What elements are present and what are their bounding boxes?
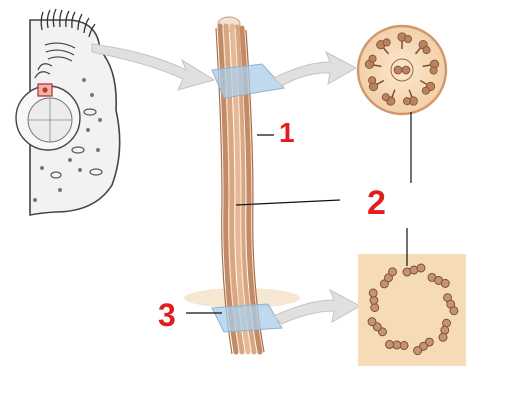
label-3: 3 [158, 297, 176, 333]
label-1: 1 [279, 117, 295, 148]
section-plane-bottom [211, 303, 283, 333]
arrow-cell-to-section [91, 43, 216, 91]
leader-line-2 [235, 199, 341, 206]
label-2: 2 [367, 184, 386, 222]
cell-illustration [15, 8, 121, 216]
arrow-to-basal-body-section [273, 288, 362, 325]
axoneme-cross-section [356, 24, 448, 116]
section-plane-top [211, 63, 285, 99]
arrow-to-axoneme-section [273, 50, 358, 87]
basal-body-cross-section [358, 254, 466, 366]
